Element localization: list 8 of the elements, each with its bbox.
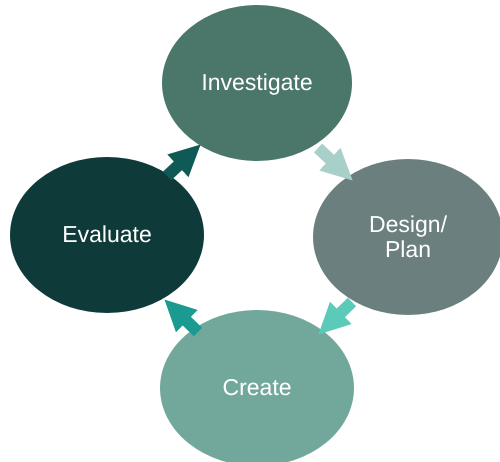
arrow [162,144,201,180]
node-label: Investigate [200,70,314,96]
node-label: Design/ Plan [368,212,448,262]
arrow [318,298,356,334]
arrow [164,300,202,336]
node-label: Evaluate [61,222,153,248]
arrow [314,144,353,180]
node-label: Create [221,375,293,401]
